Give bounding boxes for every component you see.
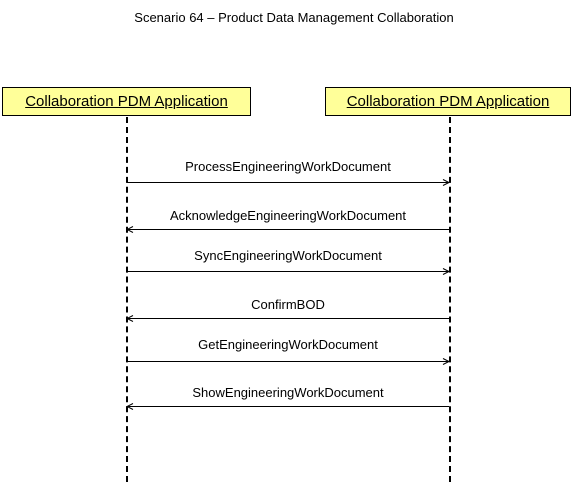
message-arrow-acknowledge xyxy=(125,226,449,233)
lifeline-right xyxy=(449,117,451,482)
message-label-acknowledge: AcknowledgeEngineeringWorkDocument xyxy=(169,208,407,223)
message-arrow-show xyxy=(125,403,449,410)
actor-box-left: Collaboration PDM Application xyxy=(2,87,251,116)
diagram-title: Scenario 64 – Product Data Management Co… xyxy=(134,10,454,25)
message-arrow-confirm xyxy=(125,315,449,322)
actor-box-right: Collaboration PDM Application xyxy=(325,87,571,116)
message-arrow-sync xyxy=(127,268,451,275)
message-label-get: GetEngineeringWorkDocument xyxy=(198,337,378,352)
message-label-process: ProcessEngineeringWorkDocument xyxy=(185,159,391,174)
lifeline-left xyxy=(126,117,128,482)
message-arrow-process xyxy=(127,179,451,186)
message-label-show: ShowEngineeringWorkDocument xyxy=(192,385,384,400)
message-label-sync: SyncEngineeringWorkDocument xyxy=(194,248,382,263)
message-label-confirm: ConfirmBOD xyxy=(251,297,325,312)
message-arrow-get xyxy=(127,358,451,365)
